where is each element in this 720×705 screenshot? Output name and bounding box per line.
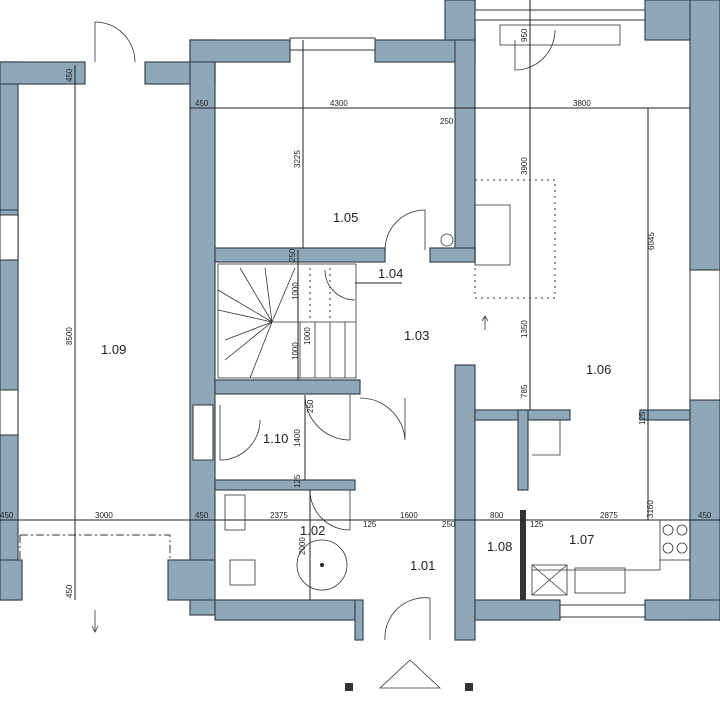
room-1-06: 1.06 bbox=[586, 362, 611, 377]
dim-label: 1000 bbox=[291, 342, 300, 360]
dim-label: 3900 bbox=[520, 157, 529, 175]
dim-label: 250 bbox=[440, 117, 454, 126]
dim-label: 3000 bbox=[95, 511, 113, 520]
dim-label: 800 bbox=[490, 511, 504, 520]
room-1-02: 1.02 bbox=[300, 523, 325, 538]
dim-label: 3800 bbox=[573, 99, 591, 108]
fireplace bbox=[474, 204, 511, 266]
fixtures bbox=[19, 24, 691, 691]
room-1-10: 1.10 bbox=[263, 431, 288, 446]
dim-label: 1600 bbox=[400, 511, 418, 520]
dim-label: 8500 bbox=[65, 327, 74, 345]
dim-label: 450 bbox=[65, 68, 74, 82]
dim-label: 450 bbox=[65, 584, 74, 598]
sink-unit bbox=[531, 564, 568, 596]
dim-label: 4300 bbox=[330, 99, 348, 108]
walls bbox=[0, 0, 720, 641]
radiator bbox=[499, 24, 621, 46]
dim-label: 3225 bbox=[293, 150, 302, 168]
room-labels: 1.01 1.02 1.03 1.04 1.05 1.06 1.07 1.08 … bbox=[101, 210, 611, 573]
doors bbox=[94, 21, 556, 641]
chimney-flue bbox=[440, 233, 454, 247]
room-1-08: 1.08 bbox=[487, 539, 512, 554]
dimension-lines bbox=[0, 0, 720, 600]
shower bbox=[296, 539, 348, 591]
room-1-01: 1.01 bbox=[410, 558, 435, 573]
room-1-05: 1.05 bbox=[333, 210, 358, 225]
dim-label: 1000 bbox=[303, 327, 312, 345]
room-1-03: 1.03 bbox=[404, 328, 429, 343]
entrance-arrow bbox=[378, 659, 442, 689]
dim-label: 6045 bbox=[647, 232, 656, 250]
dim-label: 2375 bbox=[270, 511, 288, 520]
room-1-07: 1.07 bbox=[569, 532, 594, 547]
washbasin bbox=[224, 494, 246, 531]
room-1-04: 1.04 bbox=[378, 266, 403, 281]
dim-label: 785 bbox=[520, 384, 529, 398]
hearth-outline bbox=[474, 179, 556, 299]
dim-label: 250 bbox=[288, 248, 297, 262]
dim-label: 250 bbox=[442, 520, 456, 529]
double-sink bbox=[574, 567, 626, 594]
dim-label: 3160 bbox=[646, 500, 655, 518]
dim-label: 950 bbox=[520, 28, 529, 42]
dim-label: 1400 bbox=[293, 429, 302, 447]
dim-label: 2875 bbox=[600, 511, 618, 520]
dim-label: 125 bbox=[293, 474, 302, 488]
dim-label: 125 bbox=[530, 520, 544, 529]
dim-label: 125 bbox=[363, 520, 377, 529]
dim-label: 250 bbox=[306, 399, 315, 413]
dim-label: 1000 bbox=[291, 282, 300, 300]
dim-label: 125 bbox=[638, 411, 647, 425]
arrow-icon bbox=[91, 610, 99, 633]
arrow-icon bbox=[481, 315, 489, 330]
staircase bbox=[217, 263, 357, 379]
dim-label: 450 bbox=[195, 511, 209, 520]
dim-label: 450 bbox=[195, 99, 209, 108]
dim-label: 2000 bbox=[298, 537, 307, 555]
dim-label: 450 bbox=[0, 511, 14, 520]
dimension-labels: 450 4300 250 3800 450 3000 450 2375 125 … bbox=[0, 28, 712, 598]
toilet bbox=[229, 559, 256, 586]
dim-label: 450 bbox=[698, 511, 712, 520]
room-1-09: 1.09 bbox=[101, 342, 126, 357]
dim-label: 1350 bbox=[520, 320, 529, 338]
